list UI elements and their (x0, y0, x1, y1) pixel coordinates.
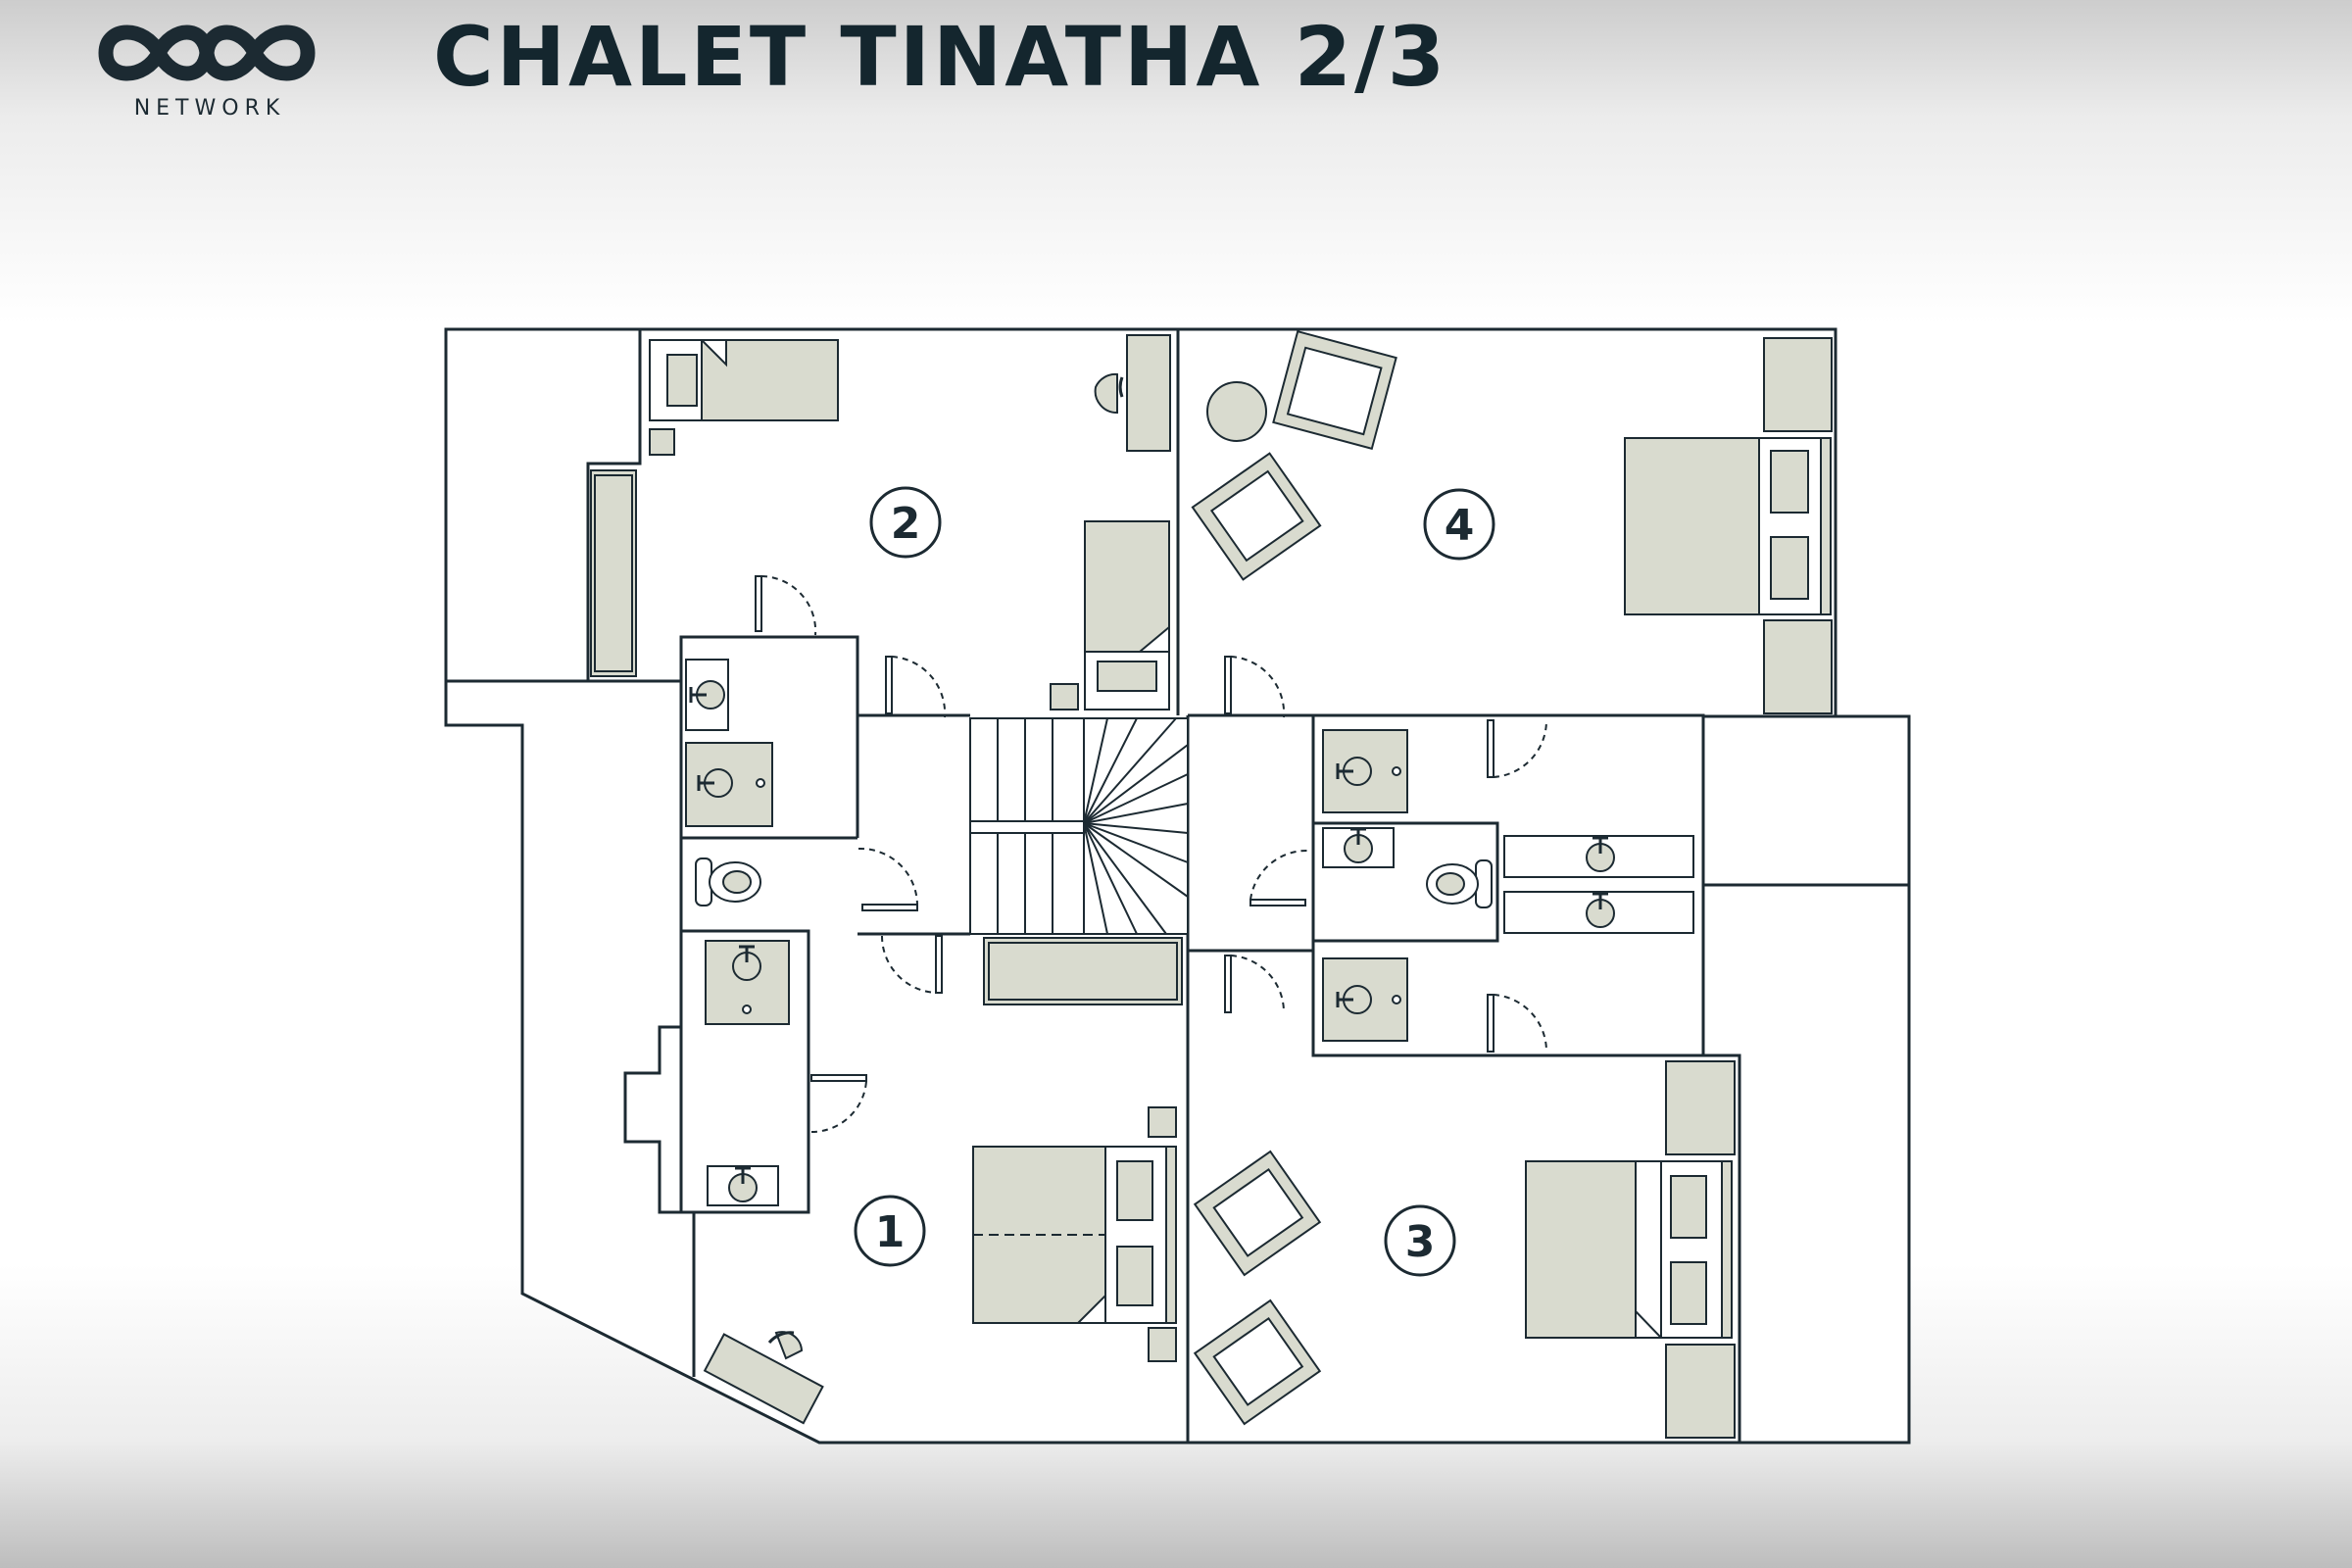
room-2-label: 2 (891, 499, 921, 549)
floor-plan: 2 4 1 3 (444, 327, 1911, 1445)
room-4-label: 4 (1445, 501, 1475, 551)
brand-logo: NETWORK (98, 14, 316, 121)
nightstand (649, 428, 675, 456)
nightstand (1050, 683, 1079, 710)
armchair (1191, 452, 1322, 581)
desk-room-2 (1126, 334, 1171, 452)
wardrobe-room-3b (1665, 1344, 1736, 1439)
doors (755, 575, 1548, 1134)
armchair (1193, 1150, 1322, 1277)
logo-mark-icon (98, 24, 316, 81)
double-bed-room-3 (1525, 1160, 1637, 1339)
wardrobe-left (590, 469, 637, 677)
room-1-marker (854, 1195, 926, 1267)
page-title: CHALET TINATHA 2/3 (433, 9, 1448, 105)
wardrobe-room-1 (983, 937, 1183, 1005)
wardrobe-room-4b (1763, 619, 1833, 714)
furniture (590, 329, 1833, 1439)
armchair (1272, 329, 1397, 451)
round-table (1206, 381, 1267, 442)
room-4-marker (1423, 488, 1495, 561)
nightstand (1148, 1106, 1177, 1138)
nightstand (1148, 1327, 1177, 1362)
armchair (1193, 1298, 1322, 1426)
room-2-marker (869, 486, 942, 559)
chair-icon (774, 1331, 804, 1360)
room-3-marker (1384, 1204, 1456, 1277)
desk-room-1 (703, 1333, 824, 1425)
wardrobe-room-4 (1763, 337, 1833, 432)
staircase (969, 717, 1189, 935)
room-number-markers (854, 486, 1495, 1277)
toilet (1426, 859, 1493, 908)
room-3-label: 3 (1405, 1217, 1436, 1267)
logo-wordmark: NETWORK (133, 96, 286, 121)
room-1-label: 1 (875, 1207, 906, 1257)
toilet (695, 858, 761, 906)
wardrobe-room-3 (1665, 1060, 1736, 1155)
